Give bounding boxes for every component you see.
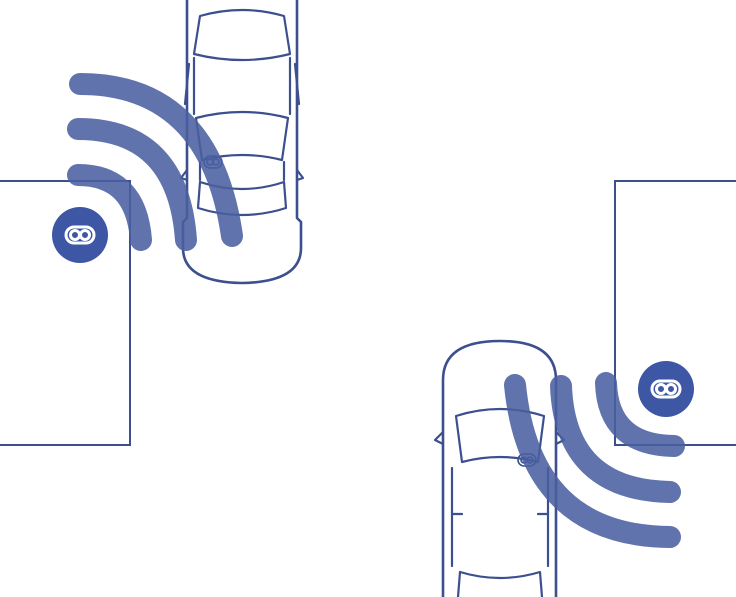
charger-badge-left — [52, 207, 108, 263]
charger-badge-right — [638, 361, 694, 417]
